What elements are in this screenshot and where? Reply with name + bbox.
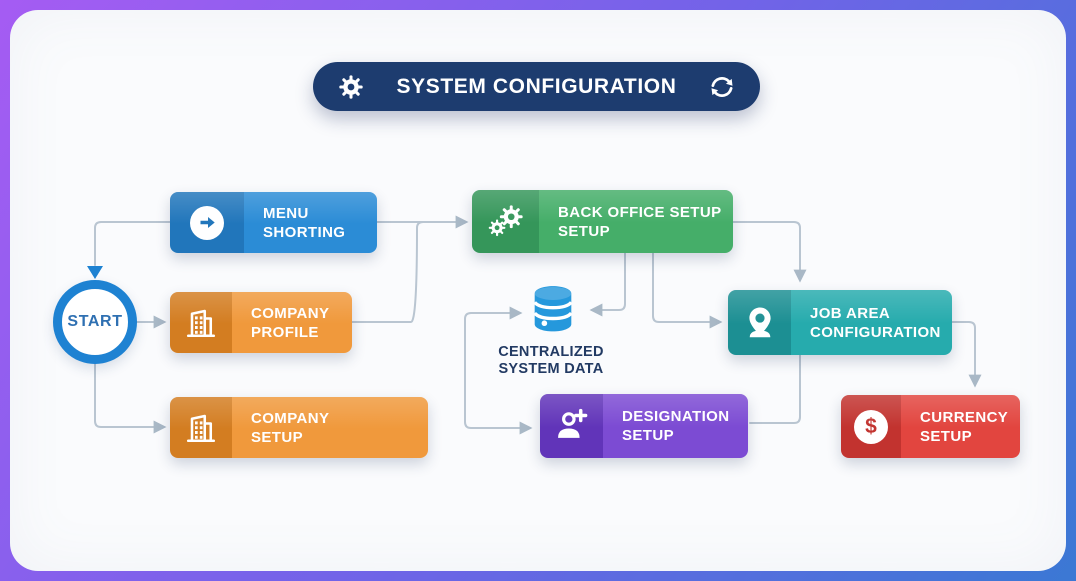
start-arrowhead xyxy=(87,266,103,279)
node-label: JOB AREA xyxy=(810,304,891,322)
page-title: SYSTEM CONFIGURATION xyxy=(396,74,677,98)
edge-profile-to-back-office xyxy=(351,221,424,323)
location-pin-icon xyxy=(741,304,779,342)
node-label: CONFIGURATION xyxy=(810,323,941,341)
node-designation-setup: DESIGNATION SETUP xyxy=(540,394,748,458)
refresh-icon xyxy=(708,73,736,101)
dollar-icon: $ xyxy=(854,409,888,444)
job-area-icon-section xyxy=(728,290,791,355)
edge-back-office-to-job-area xyxy=(652,252,723,329)
building-icon xyxy=(183,305,219,341)
node-label: SETUP xyxy=(622,427,675,444)
edge-job-area-to-currency xyxy=(951,321,982,388)
node-label: SETUP xyxy=(251,428,304,446)
designation-icon-section xyxy=(540,394,603,458)
building-icon xyxy=(183,410,219,446)
arrow-right-circle-icon xyxy=(190,205,224,240)
node-label: SHORTING xyxy=(263,223,346,241)
node-label: COMPANY xyxy=(251,409,330,427)
page-title-bar: SYSTEM CONFIGURATION xyxy=(313,62,760,111)
back-office-icon-section xyxy=(472,190,539,253)
node-label: CURRENCY xyxy=(920,408,1009,426)
start-node: START xyxy=(53,280,137,364)
database-label: CENTRALIZED SYSTEM DATA xyxy=(455,344,647,378)
database-label-line: SYSTEM DATA xyxy=(498,361,604,377)
edge-start-to-company-setup xyxy=(94,363,167,434)
menu-shorting-icon-section xyxy=(170,192,244,253)
node-label: SETUP xyxy=(558,222,611,240)
edge-job-area-to-designation xyxy=(749,354,801,424)
start-label: START xyxy=(67,313,123,330)
edge-back-office-to-database xyxy=(589,252,626,317)
database-label-line: CENTRALIZED xyxy=(498,344,604,360)
gears-icon xyxy=(485,201,527,243)
add-user-icon xyxy=(553,407,591,445)
designation-body: DESIGNATION SETUP xyxy=(603,394,748,458)
edge-menu-to-start xyxy=(94,221,171,266)
edge-back-office-to-job-area-top xyxy=(732,221,807,283)
node-label: DESIGNATION xyxy=(622,408,730,425)
database-icon xyxy=(527,281,579,337)
node-label: BACK OFFICE SETUP xyxy=(558,203,722,221)
node-label: PROFILE xyxy=(251,323,319,341)
node-label: SETUP xyxy=(920,427,973,445)
edge-branch-to-database xyxy=(464,306,523,361)
node-label: COMPANY xyxy=(251,304,330,322)
edge-branch-to-designation xyxy=(464,359,533,435)
gear-icon xyxy=(337,73,365,101)
company-profile-icon-section xyxy=(170,292,232,353)
company-setup-icon-section xyxy=(170,397,232,458)
node-label: MENU xyxy=(263,204,309,222)
currency-icon-section: $ xyxy=(841,395,901,458)
